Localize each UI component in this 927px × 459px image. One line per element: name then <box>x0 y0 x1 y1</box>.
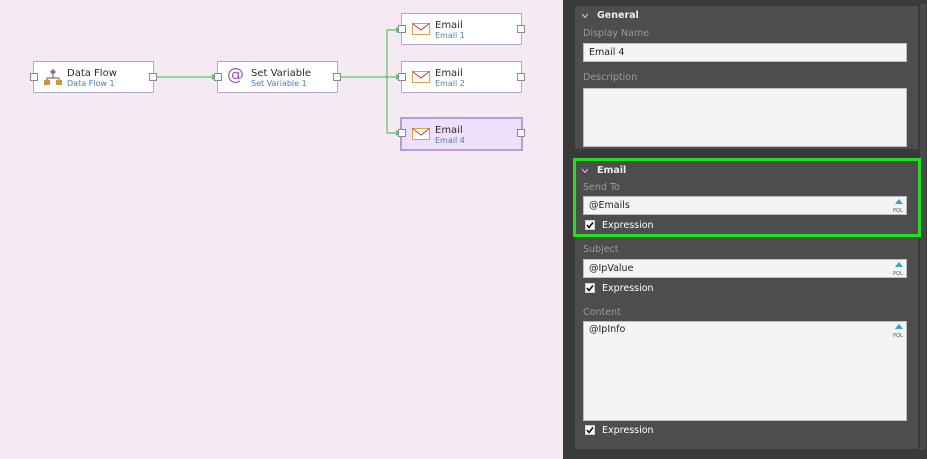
chevron-down-icon[interactable] <box>582 168 588 174</box>
general-group: General Display Name Email 4 Description <box>575 6 918 149</box>
output-port[interactable] <box>517 129 525 137</box>
content-value: @IpInfo <box>589 324 626 335</box>
node-email-4[interactable]: Email Email 4 <box>398 117 525 151</box>
send-to-input[interactable]: @Emails PQL <box>583 196 907 215</box>
node-title: Email <box>435 20 463 31</box>
checkbox[interactable] <box>585 220 595 230</box>
chevron-down-icon[interactable] <box>582 13 588 19</box>
input-port[interactable] <box>30 73 38 81</box>
node-title: Email <box>435 125 463 136</box>
node-subtitle: Email 2 <box>435 79 465 88</box>
node-subtitle: Email 1 <box>435 31 465 40</box>
checkmark-icon <box>586 427 594 434</box>
node-subtitle: Data Flow 1 <box>67 79 115 88</box>
pql-expression-icon[interactable]: PQL <box>893 324 905 338</box>
properties-panel: General Display Name Email 4 Description… <box>563 0 927 459</box>
node-data-flow[interactable]: Data Flow Data Flow 1 <box>30 61 157 93</box>
subject-value: @IpValue <box>589 263 634 274</box>
envelope-icon <box>412 23 430 35</box>
input-port[interactable] <box>214 73 222 81</box>
checkmark-icon <box>586 285 594 292</box>
pql-expression-icon[interactable]: PQL <box>893 262 905 276</box>
input-port[interactable] <box>398 129 406 137</box>
data-flow-icon <box>44 69 62 85</box>
content-label: Content <box>583 307 621 318</box>
display-name-label: Display Name <box>583 28 650 39</box>
pql-expression-icon[interactable]: PQL <box>893 199 905 213</box>
node-subtitle: Email 4 <box>435 136 465 145</box>
svg-text:PQL: PQL <box>893 271 903 276</box>
group-header[interactable]: Email <box>597 165 627 176</box>
workflow-canvas[interactable]: Data Flow Data Flow 1 @ Set Variable Set… <box>0 0 563 459</box>
input-port[interactable] <box>398 73 406 81</box>
envelope-icon <box>412 128 430 140</box>
output-port[interactable] <box>333 73 341 81</box>
checkbox-label: Expression <box>602 220 654 231</box>
node-set-variable[interactable]: @ Set Variable Set Variable 1 <box>214 61 341 93</box>
svg-text:PQL: PQL <box>893 333 903 338</box>
checkbox[interactable] <box>585 425 595 435</box>
content-input[interactable]: @IpInfo PQL <box>583 321 907 421</box>
description-label: Description <box>583 72 638 83</box>
scrollbar-thumb[interactable] <box>920 4 926 450</box>
send-to-value: @Emails <box>589 200 630 211</box>
connector-setvariable-email1 <box>341 29 396 78</box>
subject-input[interactable]: @IpValue PQL <box>583 259 907 278</box>
checkbox-label: Expression <box>602 283 654 294</box>
send-to-label: Send To <box>583 182 620 193</box>
output-port[interactable] <box>517 25 525 33</box>
description-input[interactable] <box>583 88 907 147</box>
node-title: Email <box>435 68 463 79</box>
panel-scrollbar[interactable] <box>919 0 927 459</box>
node-subtitle: Set Variable 1 <box>251 79 307 88</box>
node-title: Data Flow <box>67 68 117 79</box>
node-email-1[interactable]: Email Email 1 <box>398 13 525 45</box>
display-name-input[interactable]: Email 4 <box>583 43 907 62</box>
subject-label: Subject <box>583 244 619 255</box>
envelope-icon <box>412 71 430 83</box>
checkmark-icon <box>586 222 594 229</box>
group-header[interactable]: General <box>597 10 639 21</box>
svg-text:PQL: PQL <box>893 208 903 213</box>
checkbox-label: Expression <box>602 425 654 436</box>
input-port[interactable] <box>398 25 406 33</box>
email-group: Email Send To @Emails PQL Expression Sub… <box>575 161 918 449</box>
node-title: Set Variable <box>251 68 312 79</box>
at-sign-icon: @ <box>227 65 244 85</box>
connector-setvariable-email4 <box>386 77 396 134</box>
checkbox[interactable] <box>585 283 595 293</box>
output-port[interactable] <box>517 73 525 81</box>
output-port[interactable] <box>149 73 157 81</box>
node-email-2[interactable]: Email Email 2 <box>398 61 525 93</box>
